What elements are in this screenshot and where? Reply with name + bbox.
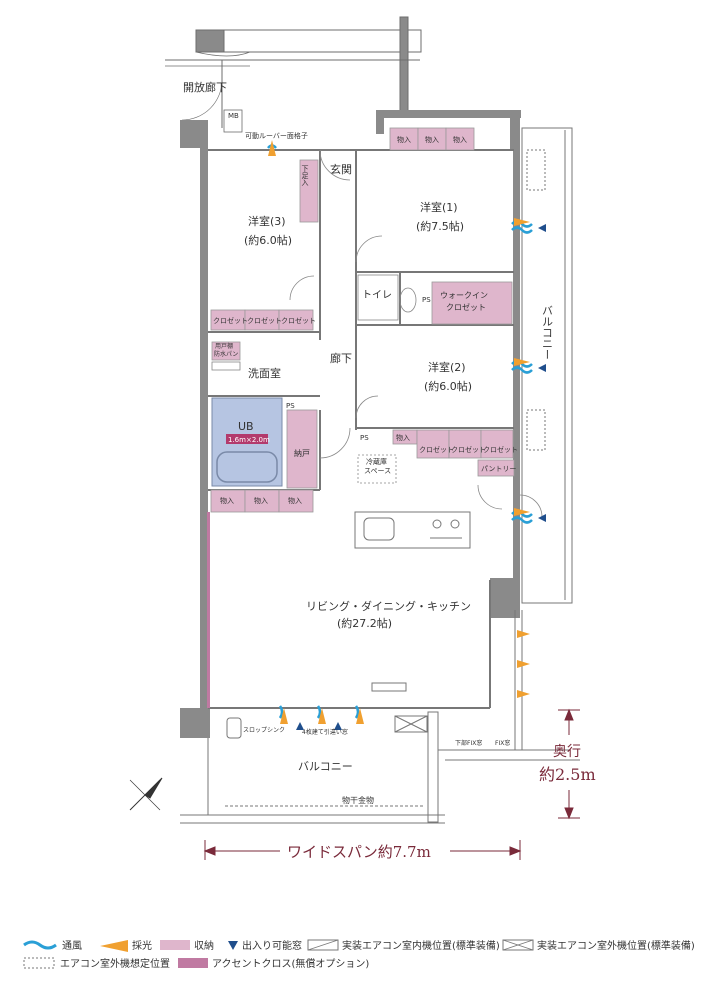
storage-closet-2c — [480, 429, 514, 459]
label-western1-size: (約7.5帖) — [416, 219, 464, 233]
label-western1: 洋室(1) — [420, 200, 458, 214]
label-monoire-1: 物入 — [397, 135, 411, 144]
compass-icon — [129, 777, 163, 811]
balcony-bottom-structure — [180, 711, 445, 824]
doors — [211, 149, 543, 518]
legend-accent-text: アクセントクロス(無償オプション) — [212, 957, 369, 970]
storage-washroom-shelf — [211, 341, 241, 361]
label-wic-2: クロゼット — [446, 302, 486, 312]
legend-ac-assumed-icon — [23, 957, 55, 969]
label-living-size: (約27.2帖) — [337, 616, 392, 630]
legend-entry-window-icon — [228, 941, 238, 950]
legend-entry-window-text: 出入り可能窓 — [242, 939, 302, 952]
depth-label-text: 奥行 — [553, 743, 581, 760]
label-waterproof-pan: 防水パン — [214, 350, 238, 358]
label-fix-window: FIX窓 — [495, 739, 510, 747]
legend-daylight-text: 採光 — [132, 939, 152, 952]
label-toilet: トイレ — [362, 290, 392, 301]
label-monoire-bot-3: 物入 — [288, 496, 302, 505]
legend-accent-icon — [178, 958, 208, 968]
label-ub-size: 1.6m×2.0m — [228, 436, 270, 444]
daylight-arrows — [268, 140, 530, 724]
label-hinge-door: 4枚建て引違い窓 — [302, 728, 348, 736]
label-genkan: 玄関 — [330, 162, 352, 176]
label-living: リビング・ダイニング・キッチン — [306, 599, 471, 613]
storage-monoire-bot-3 — [278, 489, 314, 513]
label-ps-1: PS — [422, 296, 431, 304]
label-washroom: 洗面室 — [248, 366, 281, 380]
label-closet-3c: クロゼット — [281, 316, 316, 325]
legend-daylight-icon — [100, 940, 128, 952]
label-western3: 洋室(3) — [248, 214, 286, 228]
label-fridge-1: 冷蔵庫 — [366, 457, 387, 466]
storage-areas — [210, 127, 515, 513]
storage-monoire-top-3 — [445, 127, 475, 151]
label-monoire-3: 物入 — [453, 135, 467, 144]
label-monoire-mid: 物入 — [396, 433, 410, 442]
label-closet-2c: クロゼット — [483, 445, 518, 454]
legend-ac-indoor-icon — [307, 939, 339, 951]
label-ub: UB — [238, 420, 254, 433]
storage-closet-2b — [448, 429, 482, 459]
accent-cloth-strip — [207, 512, 210, 708]
label-pantry: パントリー — [481, 465, 516, 473]
label-fridge-2: スペース — [364, 467, 391, 475]
label-western3-size: (約6.0帖) — [244, 233, 292, 247]
balcony-right-label: バルコニー — [541, 305, 554, 360]
balcony-right-lower — [438, 610, 580, 761]
label-wic-1: ウォークイン — [440, 291, 488, 300]
ub-size-badge — [226, 434, 268, 444]
label-shoe: 下足入 — [301, 165, 309, 186]
label-nando: 納戸 — [294, 448, 310, 458]
label-balcony-bottom: バルコニー — [298, 760, 353, 773]
legend-storage-icon — [160, 940, 190, 950]
label-mb: MB — [228, 112, 239, 120]
label-hanger: 物干金物 — [342, 795, 374, 805]
label-slop-sink: スロップシンク — [243, 727, 285, 734]
bathtub — [216, 451, 278, 483]
storage-closet-3c — [278, 309, 314, 331]
label-monoire-bot-1: 物入 — [220, 496, 234, 505]
label-open-corridor: 開放廊下 — [183, 80, 227, 94]
label-closet-3a: クロゼット — [213, 316, 248, 325]
label-louver: 可動ルーバー面格子 — [245, 131, 308, 140]
storage-pantry — [477, 459, 515, 477]
legend-ac-outdoor-text: 実装エアコン室外機位置(標準装備) — [537, 939, 695, 952]
label-closet-3b: クロゼット — [247, 316, 282, 325]
wide-span-dimension — [203, 840, 522, 860]
label-monoire-bot-2: 物入 — [254, 496, 268, 505]
depth-value-text: 約2.5m — [539, 765, 596, 784]
upper-corridor-structure — [165, 16, 422, 133]
legend-storage-text: 収納 — [194, 939, 214, 952]
storage-shoe — [299, 159, 319, 223]
label-ps-2: PS — [286, 402, 295, 410]
tv-board — [371, 682, 407, 692]
label-yoto-dana: 用戸棚 — [215, 342, 233, 350]
legend-ac-assumed-text: エアコン室外機想定位置 — [60, 957, 170, 970]
label-tp-hotei: 下部FIX窓 — [455, 739, 482, 747]
kitchen-island — [354, 511, 471, 549]
label-western2: 洋室(2) — [428, 360, 466, 374]
entry-window-markers — [296, 224, 546, 730]
label-monoire-2: 物入 — [425, 135, 439, 144]
depth-dimension — [558, 708, 580, 820]
label-closet-2b: クロゼット — [451, 445, 486, 454]
label-hallway: 廊下 — [330, 351, 352, 365]
legend-ventilation-icon — [23, 940, 57, 950]
label-western2-size: (約6.0帖) — [424, 379, 472, 393]
label-closet-2a: クロゼット — [419, 445, 454, 454]
legend-ventilation-text: 通風 — [62, 940, 82, 952]
legend-ac-outdoor-icon — [502, 939, 534, 951]
label-ps-3: PS — [360, 434, 369, 442]
storage-closet-2a — [416, 429, 450, 459]
storage-nando — [286, 409, 318, 489]
wide-span-text: ワイドスパン約7.7m — [287, 843, 431, 861]
storage-wic — [431, 281, 513, 325]
legend-ac-indoor-text: 実装エアコン室内機位置(標準装備) — [342, 939, 500, 952]
